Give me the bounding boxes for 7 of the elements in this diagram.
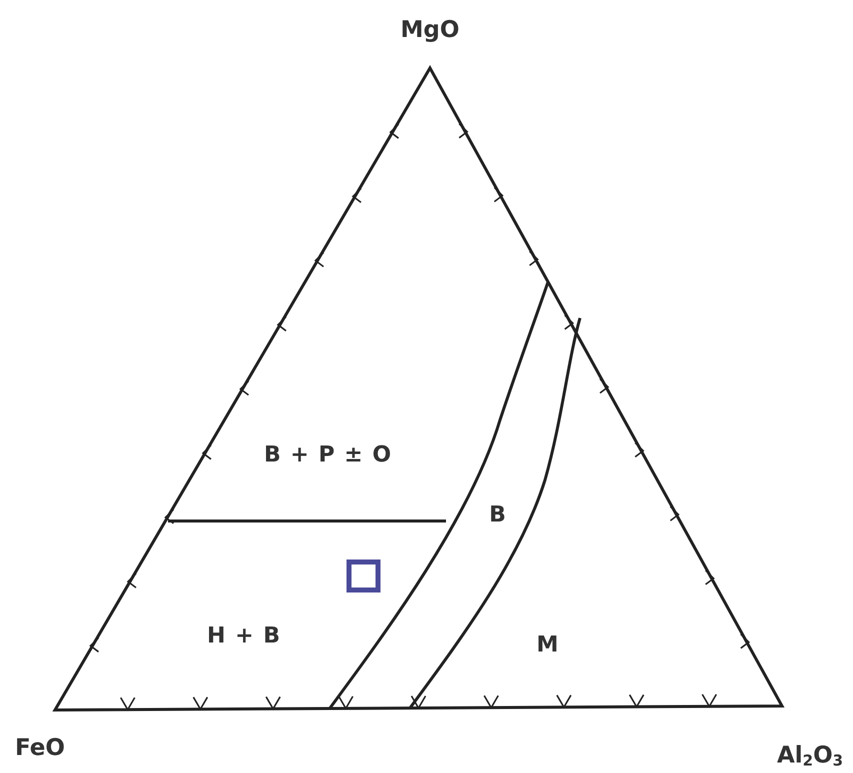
axis-label: B + P ± O [264,442,392,468]
axis-label: B [489,502,507,528]
axis-label: H + B [207,624,281,648]
axis-label: M [536,632,560,658]
axis-label: MgO [400,17,460,43]
axis-label: Al$_{2}$O$_{3}$ [776,742,844,770]
axis-label: FeO [15,735,65,761]
